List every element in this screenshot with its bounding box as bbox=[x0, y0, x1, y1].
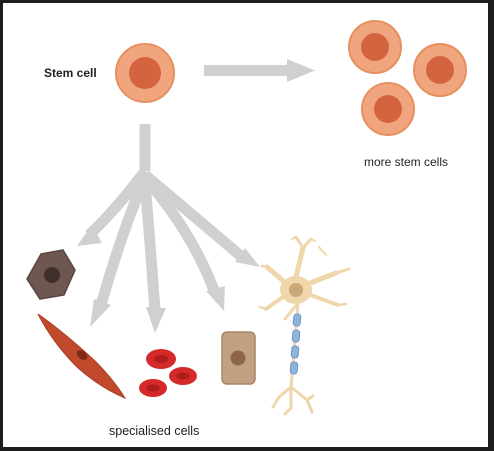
red-blood-cell-2 bbox=[169, 367, 197, 385]
stem-cell-label: Stem cell bbox=[44, 66, 97, 80]
arrow-heads bbox=[77, 225, 260, 333]
stem-cell-copy-3-icon bbox=[361, 82, 415, 136]
more-stem-cells-icon bbox=[348, 20, 467, 136]
nerve-cell-icon bbox=[258, 235, 351, 416]
stem-cell-copy-2-icon bbox=[413, 43, 467, 97]
arrow-branch-blood bbox=[139, 182, 161, 312]
stem-cell-icon bbox=[115, 43, 175, 103]
stem-cell-diagram bbox=[26, 20, 467, 416]
branching-arrows bbox=[85, 124, 247, 312]
diagram-frame: Stem cell more stem cells specialised ce… bbox=[3, 3, 488, 447]
specialised-cells-label: specialised cells bbox=[109, 424, 200, 438]
red-blood-cell-1 bbox=[146, 349, 176, 369]
red-blood-cell-3 bbox=[139, 379, 167, 397]
myelin-sheath bbox=[289, 313, 302, 375]
red-blood-cell-icon bbox=[139, 349, 197, 397]
more-stem-cells-label: more stem cells bbox=[364, 155, 449, 169]
arrow-to-more-stem-cells bbox=[204, 59, 315, 82]
muscle-cell-icon bbox=[37, 313, 127, 400]
stem-cell-copy-1-icon bbox=[348, 20, 402, 74]
fat-cell-icon bbox=[26, 249, 76, 300]
bone-cell-icon bbox=[221, 331, 256, 385]
arrow-branch-nerve bbox=[141, 170, 247, 263]
